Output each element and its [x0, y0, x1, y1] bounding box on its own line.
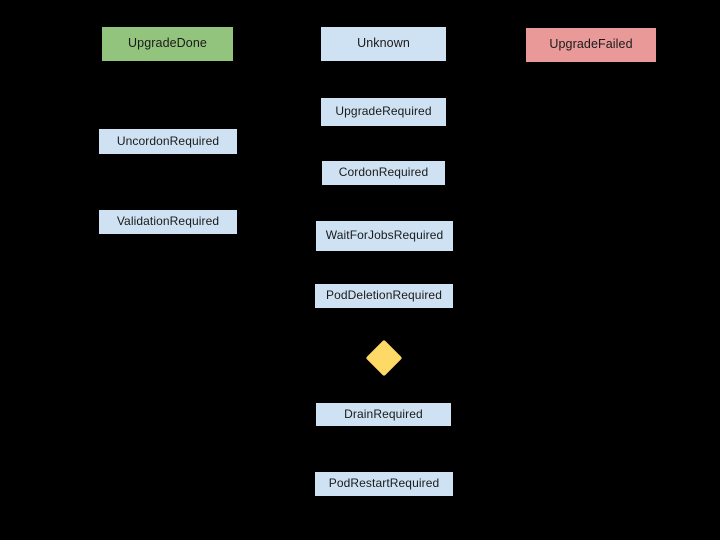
diagram-node-drain-required[interactable]: DrainRequired [316, 403, 451, 426]
diagram-node-wait-for-jobs-required[interactable]: WaitForJobsRequired [316, 221, 453, 251]
diagram-node-label-pod-restart-required: PodRestartRequired [328, 476, 440, 491]
diagram-node-upgrade-required[interactable]: UpgradeRequired [321, 98, 446, 126]
diagram-node-label-upgrade-done: UpgradeDone [128, 36, 207, 51]
diagram-node-label-unknown: Unknown [357, 36, 410, 51]
diagram-node-validation-required[interactable]: ValidationRequired [99, 210, 237, 234]
diagram-node-label-uncordon-required: UncordonRequired [116, 133, 220, 148]
diagram-node-label-upgrade-required: UpgradeRequired [335, 104, 432, 119]
diagram-node-upgrade-failed[interactable]: UpgradeFailed [526, 28, 656, 62]
diagram-node-unknown[interactable]: Unknown [321, 27, 446, 61]
diagram-node-label-upgrade-failed: UpgradeFailed [549, 37, 633, 52]
diagram-node-cordon-required[interactable]: CordonRequired [322, 161, 445, 185]
diagram-node-decision-diamond[interactable] [365, 339, 403, 377]
diagram-node-upgrade-done[interactable]: UpgradeDone [102, 27, 233, 61]
diagram-node-label-validation-required: ValidationRequired [116, 214, 220, 229]
diagram-node-pod-restart-required[interactable]: PodRestartRequired [315, 472, 453, 496]
diagram-node-label-pod-deletion-required: PodDeletionRequired [326, 288, 442, 303]
diagram-node-uncordon-required[interactable]: UncordonRequired [99, 129, 237, 154]
diagram-node-label-drain-required: DrainRequired [344, 406, 423, 421]
diagram-node-pod-deletion-required[interactable]: PodDeletionRequired [315, 284, 453, 308]
diagram-node-label-wait-for-jobs-required: WaitForJobsRequired [325, 228, 444, 243]
diagram-node-label-cordon-required: CordonRequired [338, 165, 429, 180]
